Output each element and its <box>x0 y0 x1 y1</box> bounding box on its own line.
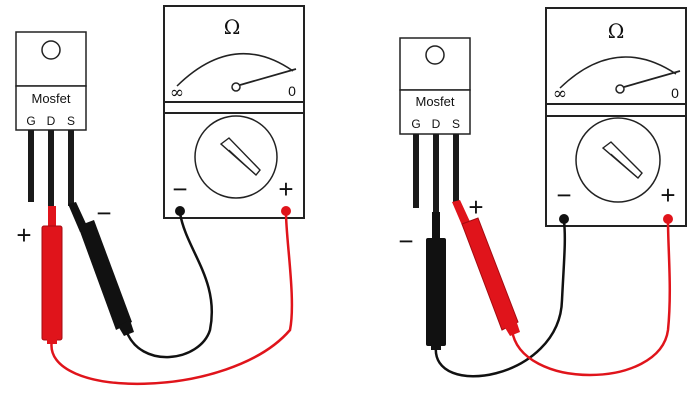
scale-zero-label: 0 <box>288 83 296 99</box>
diagram-left: Mosfet G D S Ω ∞ 0 − <box>15 5 305 386</box>
probe-negative-mark: − <box>398 226 413 256</box>
mosfet-right: Mosfet G D S <box>399 37 471 214</box>
pin-label-g: G <box>26 114 35 128</box>
meter-negative-mark: − <box>172 174 187 204</box>
meter-needle <box>623 70 681 88</box>
gate-pin <box>28 130 34 202</box>
pin-label-g: G <box>411 117 420 131</box>
mounting-hole-icon <box>425 45 445 65</box>
scale-zero-label: 0 <box>671 85 679 101</box>
ohm-jack <box>663 214 673 224</box>
gate-pin <box>413 134 419 208</box>
mounting-hole-icon <box>41 40 61 60</box>
com-jack <box>175 206 185 216</box>
source-pin <box>453 134 459 204</box>
drain-pin <box>433 134 439 214</box>
probe-negative-mark: − <box>96 198 111 228</box>
pin-label-d: D <box>47 114 56 128</box>
diagram-right: Mosfet G D S Ω ∞ 0 − + <box>398 7 687 378</box>
black-test-lead-wire <box>124 212 213 359</box>
black-probe-left <box>68 202 134 336</box>
multimeter-left: Ω ∞ 0 − + <box>163 5 305 219</box>
mosfet-label: Mosfet <box>31 91 70 106</box>
pin-label-s: S <box>67 114 75 128</box>
needle-pivot <box>615 84 625 94</box>
meter-scale-arc <box>559 56 677 89</box>
meter-positive-mark: + <box>660 180 675 210</box>
scale-infinity-label: ∞ <box>553 84 567 104</box>
ohm-symbol: Ω <box>608 19 625 43</box>
scale-infinity-label: ∞ <box>170 83 184 103</box>
red-test-lead-wire <box>510 220 672 377</box>
drain-pin <box>48 130 54 208</box>
mosfet-left: Mosfet G D S <box>15 31 87 208</box>
black-probe-right <box>426 212 446 350</box>
com-jack <box>559 214 569 224</box>
probe-positive-mark: + <box>468 192 483 222</box>
probe-positive-mark: + <box>16 220 31 250</box>
red-test-lead-wire <box>50 212 294 386</box>
red-probe-right <box>452 200 520 336</box>
meter-needle <box>239 68 297 86</box>
ohm-jack <box>281 206 291 216</box>
mosfet-label: Mosfet <box>415 94 454 109</box>
meter-scale-arc <box>176 52 294 87</box>
pin-label-d: D <box>432 117 441 131</box>
black-test-lead-wire <box>434 220 567 378</box>
red-probe-left <box>41 206 63 344</box>
meter-negative-mark: − <box>556 180 571 210</box>
source-pin <box>68 130 74 206</box>
meter-positive-mark: + <box>278 174 293 204</box>
multimeter-right: Ω ∞ 0 − + <box>545 7 687 227</box>
ohm-symbol: Ω <box>224 15 241 39</box>
needle-pivot <box>231 82 241 92</box>
pin-label-s: S <box>452 117 460 131</box>
